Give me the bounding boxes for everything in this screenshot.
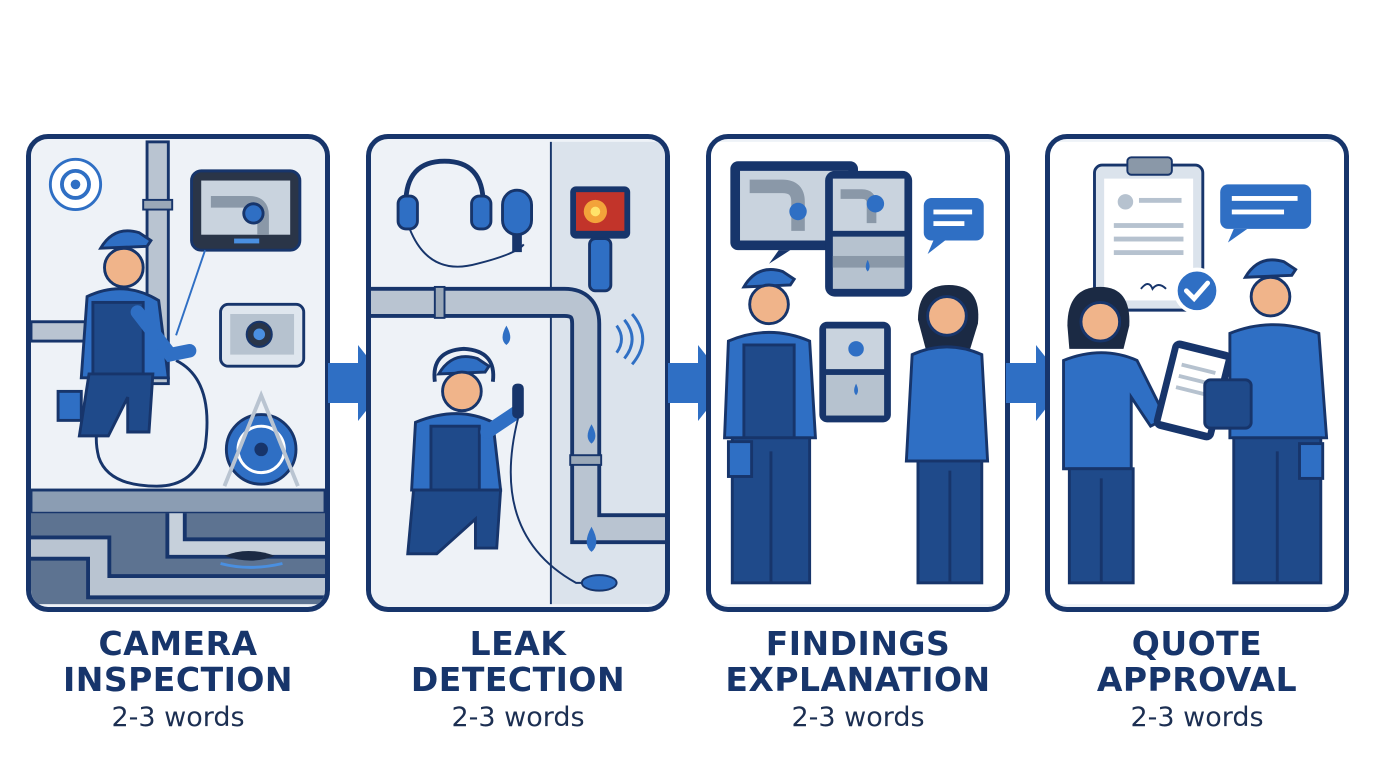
step-title-line-2: INSPECTION [62,660,294,699]
monitor-icon [190,169,302,252]
step-title-line-1: LEAK [469,624,567,663]
caption-camera-inspection: CAMERA INSPECTION 2-3 words [18,626,338,738]
thermal-camera-icon [570,186,631,293]
step-title-line-1: CAMERA [98,624,258,663]
technician-icon [1203,258,1329,585]
water-drop-icon [502,325,597,552]
step-title-line-1: FINDINGS [765,624,951,663]
findings-explanation-illustration [711,141,1005,605]
tablet-icon [819,321,891,423]
cable-reel-icon [222,390,300,487]
chat-bubble-icon [923,197,984,255]
checkmark-icon [1173,267,1221,315]
step-title-line-2: DETECTION [410,660,626,699]
step-subtitle: 2-3 words [791,702,925,733]
pipe-icon [31,513,325,600]
step-panel-leak-detection [366,134,670,612]
tablet-icon [825,170,913,297]
caption-leak-detection: LEAK DETECTION 2-3 words [358,626,678,738]
step-subtitle: 2-3 words [451,702,585,733]
camera-icon [48,157,103,212]
customer-icon [904,284,990,585]
step-title-line-1: QUOTE [1131,624,1263,663]
sound-wave-icon [615,313,645,366]
caption-quote-approval: QUOTE APPROVAL 2-3 words [1037,626,1357,738]
customer-icon [1062,286,1168,585]
leak-detection-illustration [371,141,665,605]
technician-icon [56,229,197,438]
step-panel-quote-approval [1045,134,1349,612]
caption-findings-explanation: FINDINGS EXPLANATION 2-3 words [698,626,1018,738]
technician-icon [723,268,817,585]
step-title-line-2: APPROVAL [1096,660,1298,699]
chat-bubble-icon [1220,184,1312,243]
step-panel-findings-explanation [706,134,1010,612]
quote-approval-illustration [1050,141,1344,605]
step-subtitle: 2-3 words [111,702,245,733]
step-panel-camera-inspection [26,134,330,612]
step-subtitle: 2-3 words [1130,702,1264,733]
step-title-line-2: EXPLANATION [725,660,991,699]
camera-inspection-illustration [31,140,325,605]
technician-icon [406,346,524,556]
headphones-icon [396,158,525,268]
microphone-icon [501,188,533,253]
